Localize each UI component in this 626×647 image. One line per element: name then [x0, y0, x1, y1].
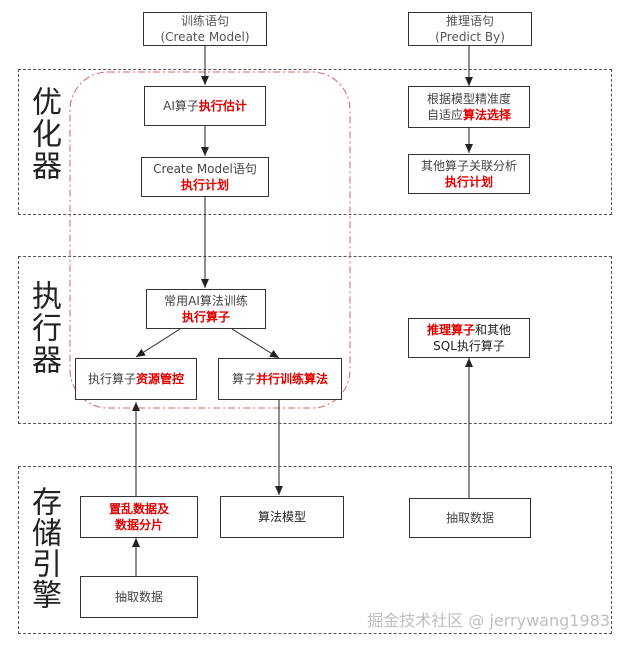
shuffle-shard-box: 置乱数据及 数据分片	[80, 496, 198, 538]
ai-operator-estimate-box: AI算子执行估计	[144, 86, 266, 126]
executor-layer-label: 执行器	[24, 280, 61, 376]
execution-estimate-label: 执行估计	[198, 99, 247, 113]
operator-label: 算子	[231, 372, 256, 386]
executor-label-text: 执行器	[26, 280, 61, 376]
training-statement-line1: 训练语句	[180, 14, 229, 28]
common-ai-training-box: 常用AI算法训练 执行算子	[146, 289, 266, 329]
algorithm-model-text: 算法模型	[257, 510, 306, 524]
common-ai-training-text: 常用AI算法训练	[164, 294, 248, 308]
ai-operator-label: AI算子	[163, 99, 199, 113]
executor-region	[18, 256, 612, 424]
and-other-label: 和其他	[475, 323, 512, 337]
create-model-plan-text: 执行计划	[180, 178, 229, 192]
arrow-commonai-to-resource	[135, 328, 181, 358]
extract-data-right-text: 抽取数据	[445, 511, 494, 525]
training-path-group-outline	[69, 71, 351, 409]
watermark-text: 掘金技术社区 @ jerrywang1983	[367, 611, 610, 630]
parallel-training-box: 算子并行训练算法	[218, 358, 342, 400]
other-operator-plan-box: 其他算子关联分析 执行计划	[408, 154, 530, 194]
model-precision-line1: 根据模型精准度	[426, 92, 511, 106]
inference-operator-label: 推理算子	[426, 323, 475, 337]
storage-layer-label: 存储引擎	[24, 486, 61, 610]
data-shard-text: 数据分片	[114, 518, 163, 532]
predict-statement-box: 推理语句 (Predict By)	[408, 12, 532, 46]
optimizer-layer-label: 优化器	[24, 86, 61, 182]
create-model-plan-box: Create Model语句 执行计划	[141, 157, 269, 197]
storage-region	[18, 466, 612, 634]
algorithm-model-box: 算法模型	[220, 496, 344, 538]
ai-operator-estimate-text: AI算子执行估计	[163, 98, 247, 114]
model-precision-box: 根据模型精准度 自适应算法选择	[408, 86, 530, 128]
algorithm-selection-label: 算法选择	[463, 108, 512, 122]
create-model-statement-text: Create Model语句	[153, 162, 257, 176]
optimizer-label-text: 优化器	[26, 86, 61, 182]
inference-operator-line1: 推理算子和其他	[427, 322, 511, 338]
resource-control-text: 执行算子资源管控	[88, 371, 184, 387]
parallel-training-text: 算子并行训练算法	[232, 371, 328, 387]
storage-label-text: 存储引擎	[26, 486, 61, 610]
execution-operator-label: 执行算子	[87, 372, 136, 386]
extract-data-left-box: 抽取数据	[80, 576, 198, 618]
extract-data-right-box: 抽取数据	[409, 498, 531, 538]
arrow-commonai-to-parallel	[231, 328, 280, 359]
model-precision-line2: 自适应算法选择	[427, 107, 511, 123]
predict-statement-line2: (Predict By)	[435, 30, 505, 44]
sql-operator-text: SQL执行算子	[433, 339, 505, 353]
training-statement-line2: (Create Model)	[160, 30, 250, 44]
parallel-training-label: 并行训练算法	[256, 372, 329, 386]
other-operator-analysis-text: 其他算子关联分析	[420, 159, 517, 173]
adaptive-label: 自适应	[426, 108, 463, 122]
other-operator-plan-text: 执行计划	[444, 175, 493, 189]
extract-data-left-text: 抽取数据	[114, 590, 163, 604]
optimizer-region	[18, 69, 612, 215]
inference-operator-box: 推理算子和其他 SQL执行算子	[408, 318, 530, 358]
resource-control-label: 资源管控	[136, 372, 185, 386]
execution-operator-text: 执行算子	[181, 310, 230, 324]
resource-control-box: 执行算子资源管控	[75, 358, 197, 400]
training-statement-box: 训练语句 (Create Model)	[143, 12, 267, 46]
shuffle-data-text: 置乱数据及	[108, 502, 169, 516]
predict-statement-line1: 推理语句	[445, 14, 494, 28]
